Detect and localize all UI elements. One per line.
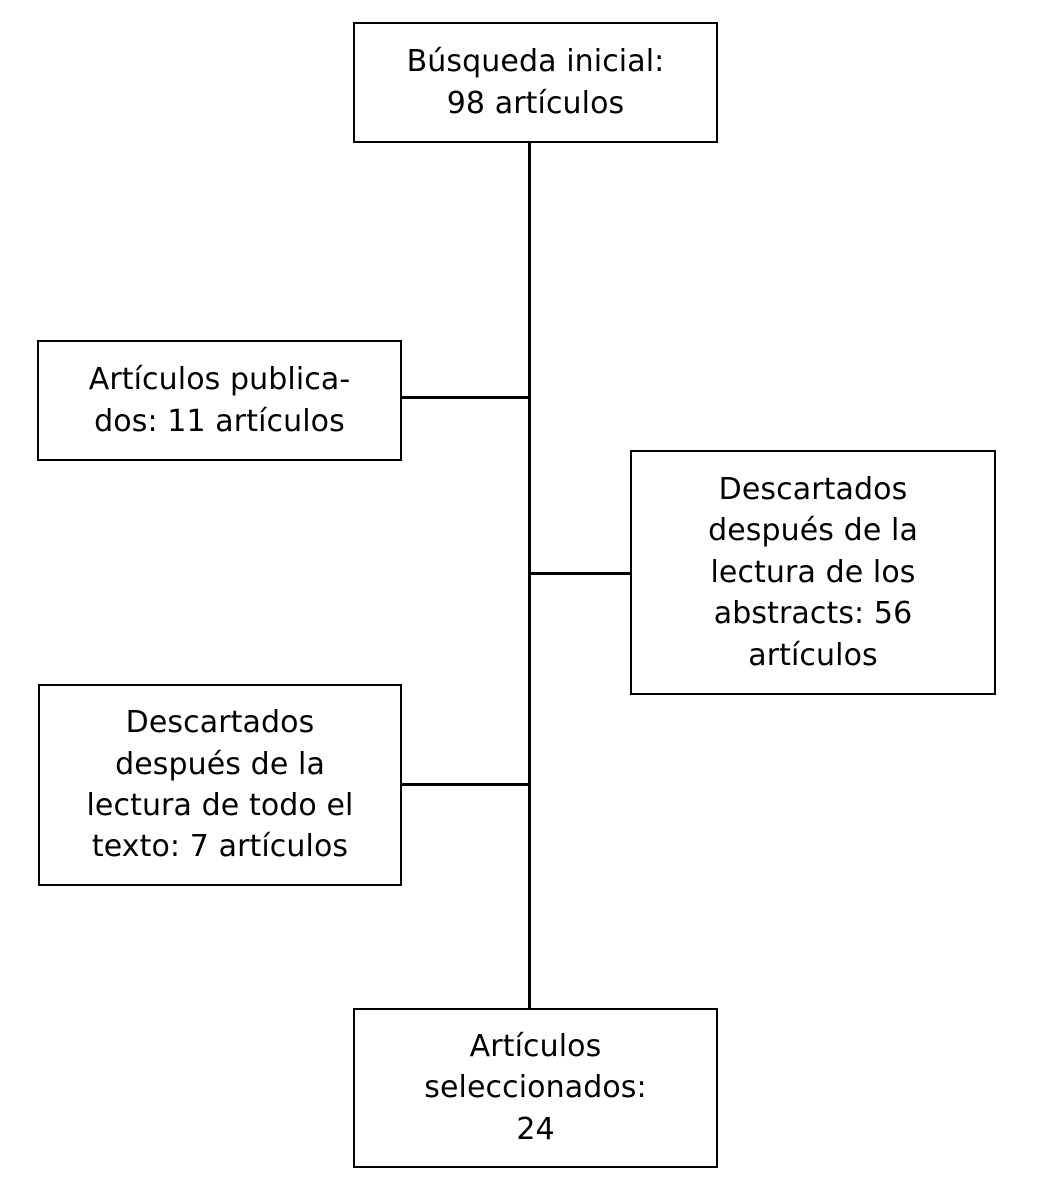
node-discarded-fulltext-label: Descartados después de la lectura de tod… bbox=[86, 705, 354, 865]
node-published-articles[interactable]: Artículos publica- dos: 11 artículos bbox=[37, 340, 402, 461]
node-initial-search[interactable]: Búsqueda inicial: 98 artículos bbox=[353, 22, 718, 143]
node-discarded-abstracts[interactable]: Descartados después de la lectura de los… bbox=[630, 450, 996, 695]
connector-spine bbox=[528, 143, 531, 1008]
connector-to-published-articles bbox=[402, 396, 530, 399]
node-selected-articles[interactable]: Artículos seleccionados: 24 bbox=[353, 1008, 718, 1168]
node-discarded-abstracts-label: Descartados después de la lectura de los… bbox=[708, 472, 918, 673]
node-initial-search-label: Búsqueda inicial: 98 artículos bbox=[406, 44, 665, 121]
connector-to-discarded-fulltext bbox=[402, 783, 530, 786]
node-published-articles-label: Artículos publica- dos: 11 artículos bbox=[88, 362, 351, 439]
node-selected-articles-label: Artículos seleccionados: 24 bbox=[424, 1028, 647, 1147]
connector-to-discarded-abstracts bbox=[528, 572, 632, 575]
node-discarded-fulltext[interactable]: Descartados después de la lectura de tod… bbox=[38, 684, 402, 886]
